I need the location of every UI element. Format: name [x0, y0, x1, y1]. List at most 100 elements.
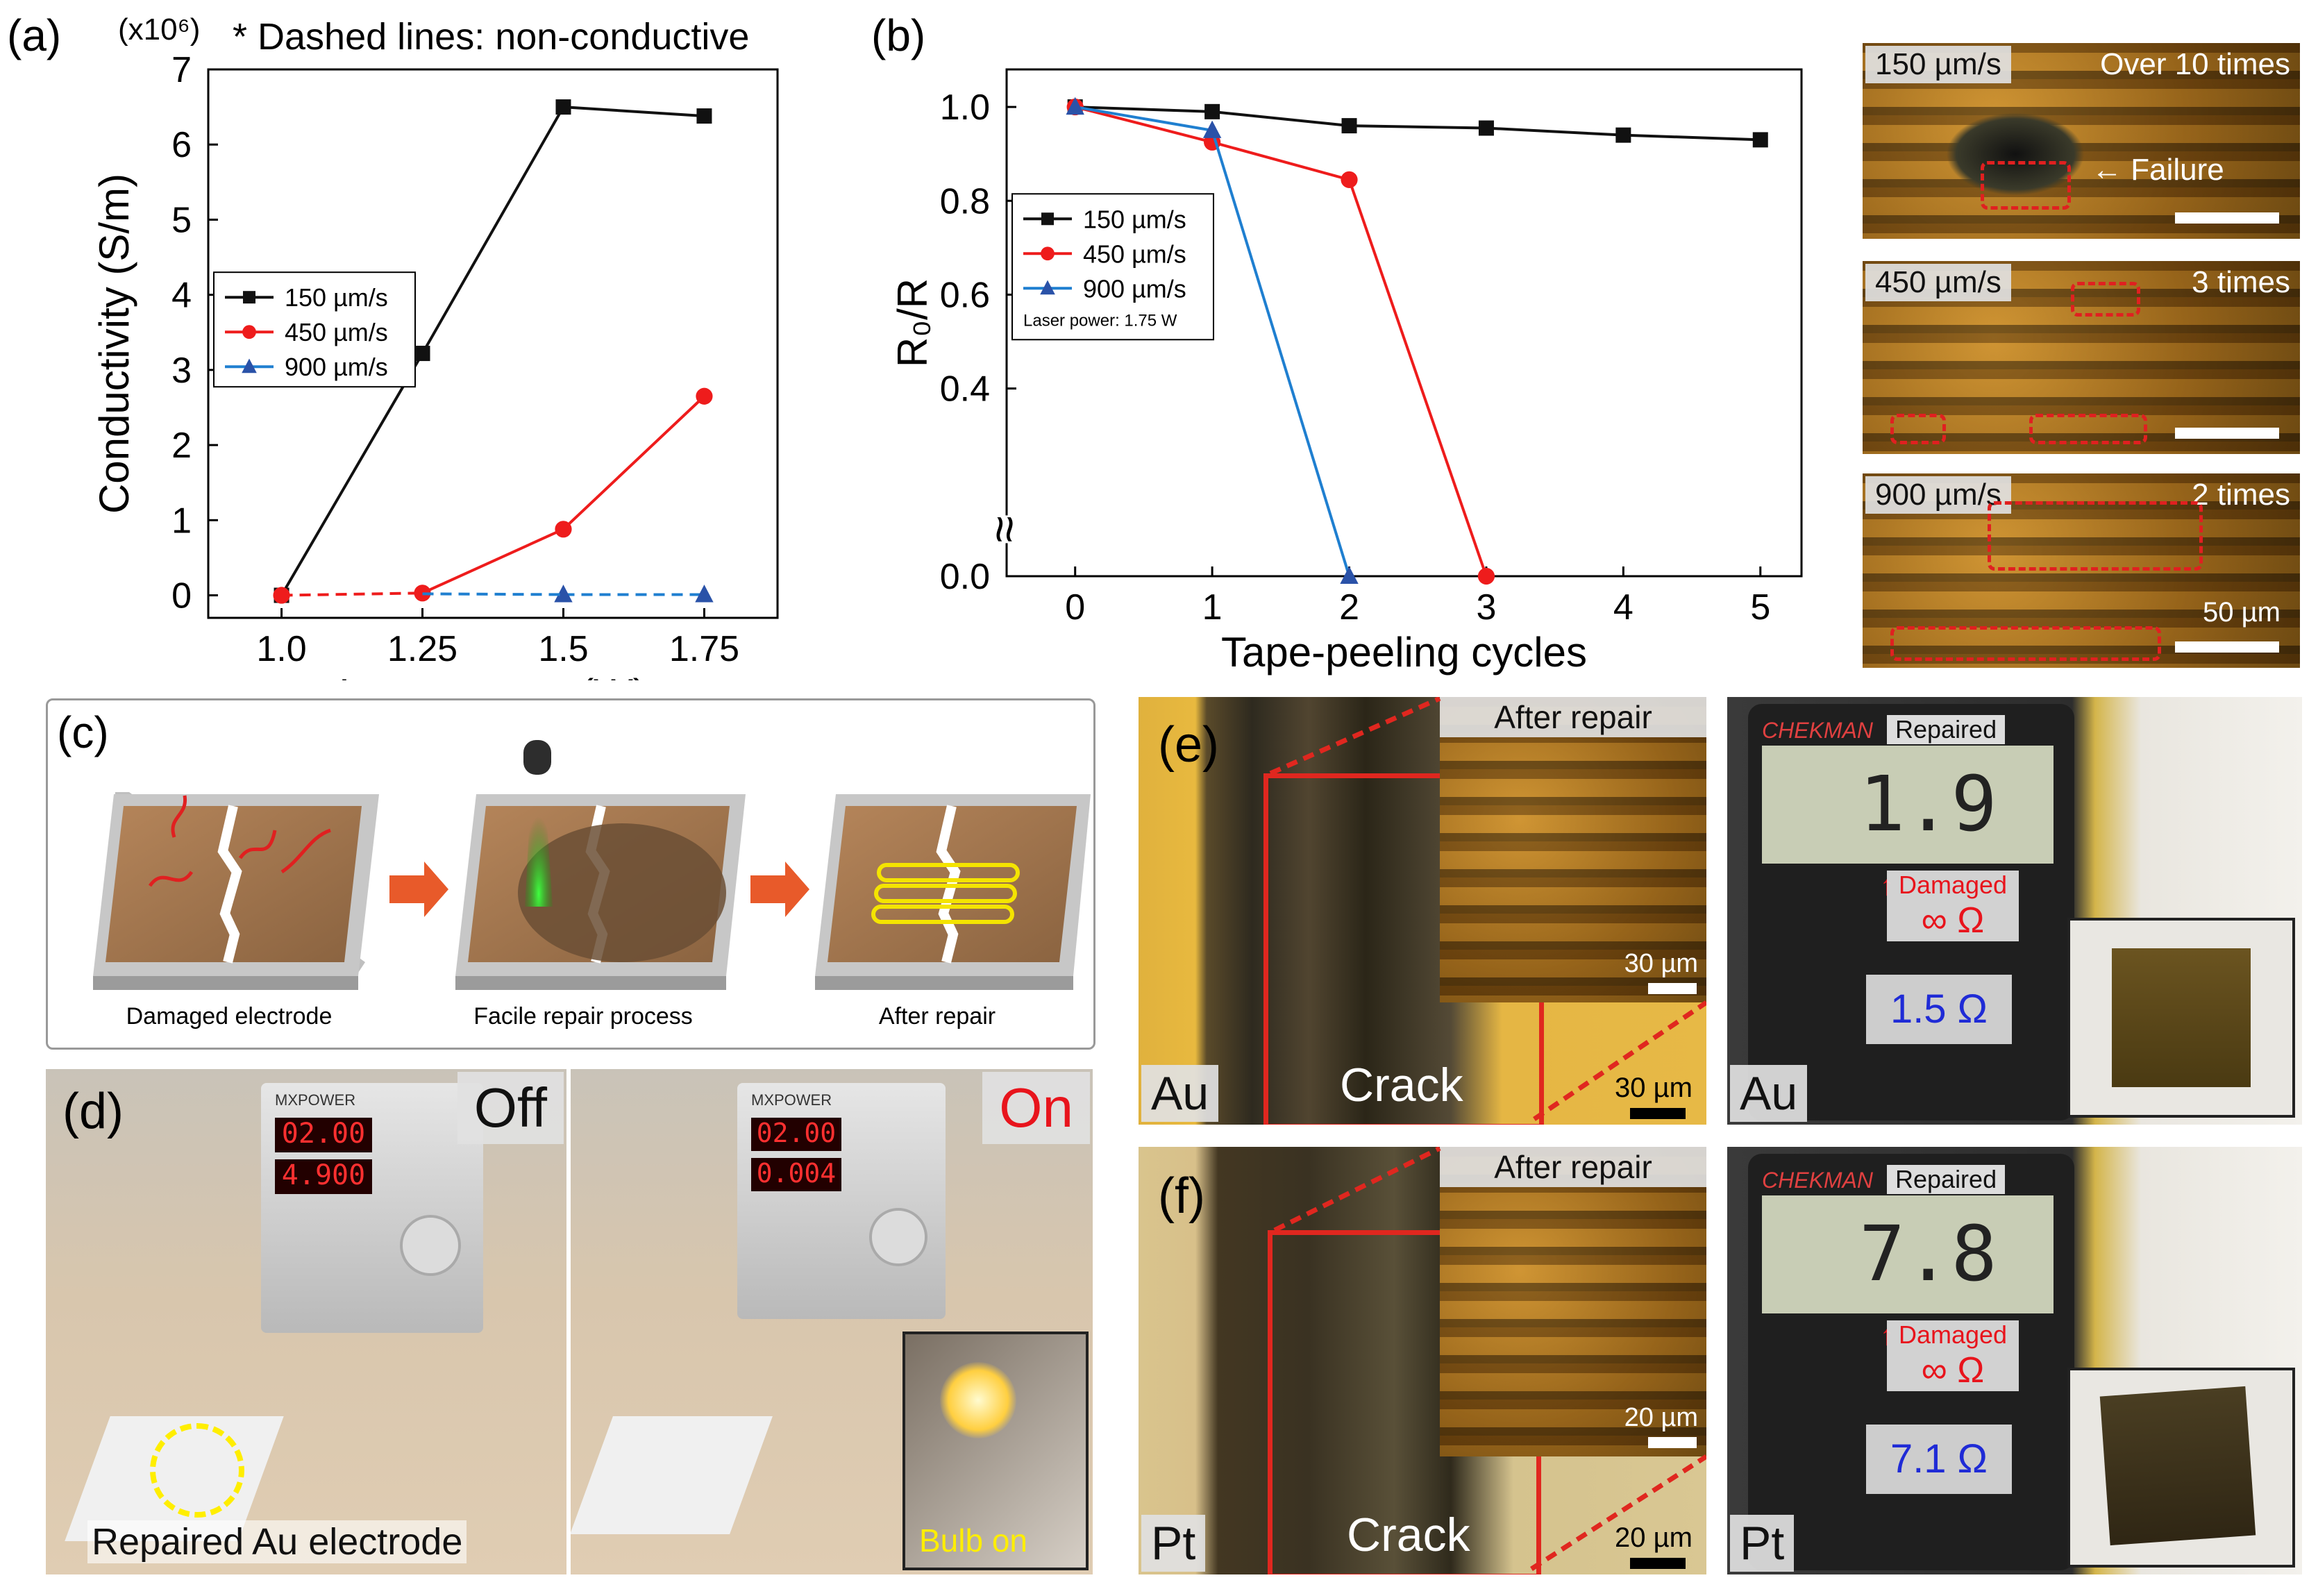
legend-label: 150 µm/s — [285, 283, 388, 312]
data-point — [273, 587, 290, 604]
damaged-box: Damaged ∞ Ω — [1887, 1320, 2019, 1391]
psu-brand: MXPOWER — [275, 1091, 356, 1109]
series — [1066, 98, 1495, 585]
legend-marker — [242, 358, 257, 373]
scale-bar — [1648, 1437, 1697, 1448]
plot-frame — [1005, 68, 1803, 578]
damage-region — [2071, 282, 2140, 317]
electrode-photo — [2112, 948, 2251, 1087]
meter-brand: CHEKMAN — [1762, 718, 1874, 743]
data-point — [1477, 567, 1495, 585]
y-tick-label: 2 — [171, 426, 192, 466]
current-display: 4.900 — [275, 1159, 372, 1194]
inset-scale-label: 20 µm — [1624, 1403, 1698, 1432]
y-tick-label: 0.4 — [940, 369, 990, 410]
meter-material-label: Au — [1730, 1065, 1808, 1122]
series-line — [563, 106, 705, 118]
x-tick-label: 2 — [1339, 587, 1359, 628]
legend-label: 450 µm/s — [1083, 240, 1186, 268]
crack-label: Crack — [1340, 1059, 1463, 1111]
power-supply: MXPOWER 02.00 0.004 — [737, 1083, 946, 1319]
micrograph-150: 150 µm/s Over 10 times ← Failure — [1863, 43, 2300, 239]
damaged-value: ∞ Ω — [1921, 900, 1985, 941]
series-line — [1075, 106, 1761, 142]
damage-region — [1988, 501, 2203, 571]
legend-marker — [1041, 246, 1055, 261]
data-point — [414, 585, 431, 602]
speed-label-900: 900 µm/s — [1865, 476, 2011, 514]
x-tick-label: 3 — [1476, 587, 1496, 628]
legend-label: 150 µm/s — [1083, 205, 1186, 233]
bulb-inset: Bulb on — [902, 1332, 1089, 1570]
micrograph-900: 900 µm/s 2 times 50 µm — [1863, 473, 2300, 668]
y-tick-label: 0.0 — [940, 557, 990, 597]
axis-break-gap — [998, 515, 1015, 544]
damaged-label: Damaged — [1898, 1320, 2008, 1349]
legend-note: Laser power: 1.75 W — [1023, 311, 1177, 330]
bulb-on-label: Bulb on — [919, 1522, 1028, 1559]
current-display: 0.004 — [751, 1158, 841, 1191]
x-tick-label: 4 — [1613, 587, 1633, 628]
x-tick-label: 1.5 — [538, 629, 588, 669]
exponent-note: (x10⁶) — [118, 12, 201, 47]
legend-label: 900 µm/s — [285, 353, 388, 381]
dashed-lines-note: * Dashed lines: non-conductive — [233, 16, 750, 58]
panel-f-label: (f) — [1158, 1168, 1205, 1224]
data-point — [1752, 132, 1768, 148]
on-label: On — [982, 1072, 1090, 1144]
psu-brand: MXPOWER — [751, 1091, 832, 1109]
photo-off: MXPOWER 02.00 4.900 Off Repaired Au elec… — [46, 1069, 566, 1574]
data-point — [1340, 566, 1359, 584]
voltage-display: 02.00 — [275, 1118, 372, 1152]
repaired-electrode-caption: Repaired Au electrode — [87, 1520, 467, 1563]
series-line — [1075, 106, 1488, 577]
y-tick-label: 3 — [171, 351, 192, 391]
electrode-inset — [2067, 918, 2295, 1118]
y-tick-label: 0 — [171, 576, 192, 616]
failure-hole — [1946, 112, 2085, 196]
zoom-connectors — [1273, 1147, 1706, 1571]
x-tick-label: 1.75 — [669, 629, 739, 669]
lcd-screen: 7.8 — [1762, 1195, 2054, 1313]
main-scale-label: 20 µm — [1615, 1522, 1693, 1553]
meter-material-label: Pt — [1730, 1515, 1795, 1572]
panel-c-label: (c) — [57, 707, 109, 757]
series — [554, 585, 714, 603]
arrow-icon — [750, 862, 809, 917]
data-point — [1204, 103, 1220, 119]
scale-bar — [1648, 983, 1697, 994]
breadboard — [571, 1416, 773, 1534]
y-tick-label: 0.6 — [940, 275, 990, 315]
y-axis-label: R₀/R — [889, 278, 936, 367]
data-point — [695, 585, 714, 603]
off-label: Off — [457, 1072, 564, 1144]
cycles-label-900: 2 times — [2192, 478, 2290, 512]
speed-label-450: 450 µm/s — [1865, 264, 2011, 301]
arrow-icon — [389, 862, 448, 917]
data-point — [1202, 120, 1222, 138]
y-tick-label: 0.8 — [940, 181, 990, 221]
power-supply: MXPOWER 02.00 4.900 — [261, 1083, 483, 1333]
data-point — [1341, 171, 1358, 188]
voltage-display: 02.00 — [751, 1118, 841, 1151]
data-point — [1066, 96, 1084, 115]
damaged-label: Damaged — [1898, 871, 2008, 899]
micrograph-pt-crack: After repair 20 µm Pt Crack 20 µm — [1139, 1147, 1706, 1574]
y-tick-label: 5 — [171, 200, 192, 240]
x-tick-label: 1 — [1202, 587, 1223, 628]
y-axis-label: Conductivity (S/m) — [91, 174, 137, 514]
data-point — [555, 99, 571, 115]
axis-break-icon: ≈ — [978, 516, 1032, 542]
repaired-tag: Repaired — [1887, 1165, 2006, 1194]
lcd-reading: 7.8 — [1859, 1209, 1997, 1298]
step-label-after: After repair — [878, 1003, 996, 1030]
failure-label: ← Failure — [2092, 153, 2224, 187]
series-line — [280, 353, 424, 596]
knob-icon — [869, 1208, 927, 1266]
legend-marker — [1041, 212, 1054, 226]
multimeter-body: CHEKMAN Repaired 7.8 ↑ Damaged ∞ Ω 7.1 Ω — [1748, 1154, 2074, 1570]
series-line — [421, 528, 564, 595]
after-repair-label: After repair — [1440, 697, 1706, 737]
repair-process-tile — [455, 740, 746, 990]
series — [1066, 96, 1359, 584]
